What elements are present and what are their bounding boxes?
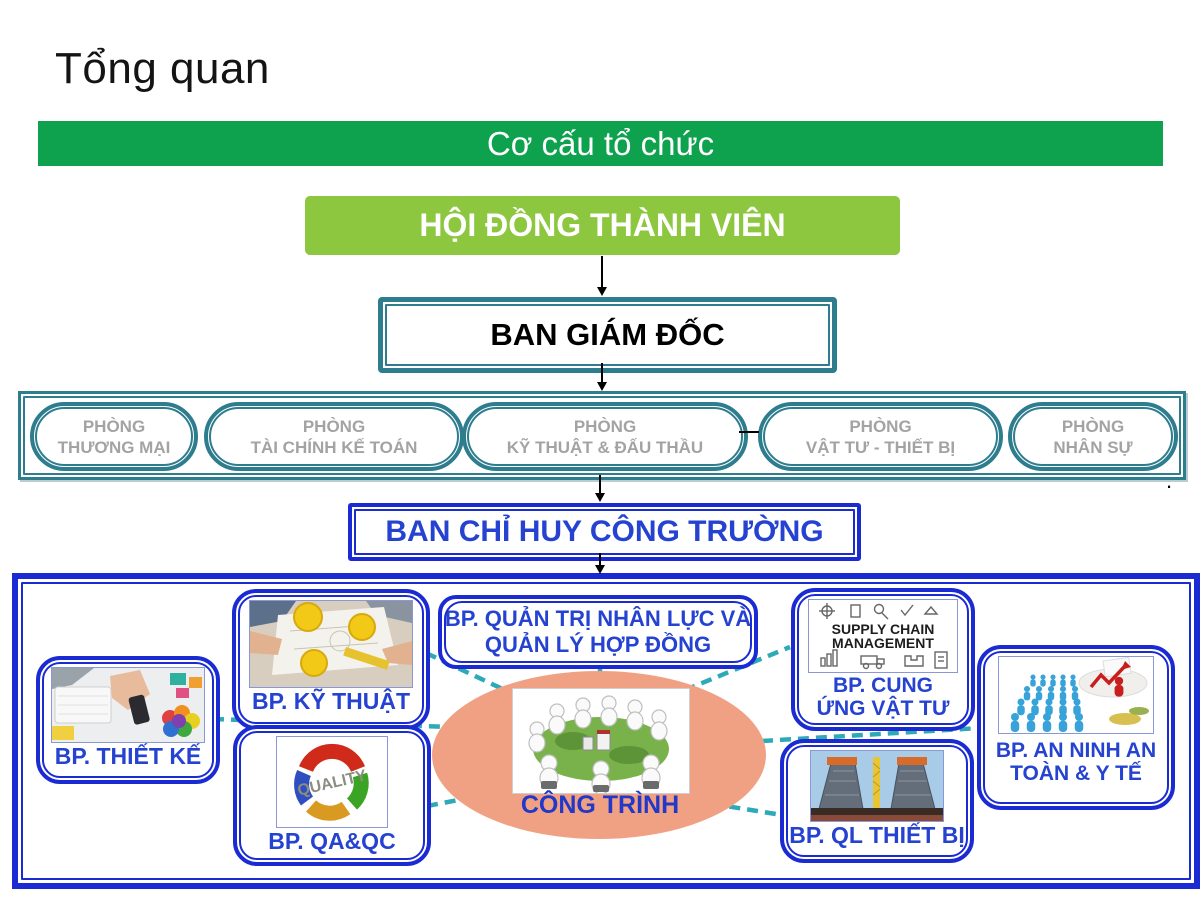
design-desk-image xyxy=(51,667,205,743)
unit-qaqc-label: BP. QA&QC xyxy=(268,828,396,854)
dept-line2: THƯƠNG MẠI xyxy=(57,437,171,457)
pill-connector-line xyxy=(739,431,759,433)
dept-line2: VẬT TƯ - THIẾT BỊ xyxy=(805,437,956,457)
section-banner: Cơ cấu tổ chức xyxy=(38,121,1163,166)
unit-safety-box: BP. AN NINH AN TOÀN & Y TẾ xyxy=(977,645,1175,810)
stray-period: . xyxy=(1166,468,1173,493)
dept-pill-vat-tu: PHÒNG VẬT TƯ - THIẾT BỊ xyxy=(758,402,1003,471)
unit-supply-line1: BP. CUNG xyxy=(833,674,933,697)
connector-arrow-2 xyxy=(596,363,607,391)
unit-safety-line2: TOÀN & Y TẾ xyxy=(1010,762,1142,785)
dept-line2: TÀI CHÍNH KẾ TOÁN xyxy=(250,437,418,457)
supply-chain-image: SUPPLY CHAIN MANAGEMENT xyxy=(808,599,958,673)
unit-design-label: BP. THIẾT KẾ xyxy=(54,743,202,769)
unit-hr-contracts-line1: BP. QUẢN TRỊ NHÂN LỰC VÀ xyxy=(444,606,752,631)
connector-arrow-3 xyxy=(594,475,605,502)
safety-crowd-image xyxy=(998,656,1154,734)
section-banner-label: Cơ cấu tổ chức xyxy=(486,124,715,162)
dept-pill-tai-chinh: PHÒNG TÀI CHÍNH KẾ TOÁN xyxy=(204,402,464,471)
site-command-box: BAN CHỈ HUY CÔNG TRƯỜNG xyxy=(348,503,861,561)
site-command-label: BAN CHỈ HUY CÔNG TRƯỜNG xyxy=(385,515,824,548)
unit-supply-box: SUPPLY CHAIN MANAGEMENT BP. CUNG ỨNG VẬT… xyxy=(791,588,975,731)
connector-arrow-1 xyxy=(596,256,607,296)
unit-engineering-box: BP. KỸ THUẬT xyxy=(232,589,430,730)
unit-equipment-box: BP. QL THIẾT BỊ xyxy=(780,739,974,863)
quality-cycle-image: QUALITY xyxy=(276,736,388,828)
dept-pill-ky-thuat: PHÒNG KỸ THUẬT & ĐẤU THẦU xyxy=(462,402,748,471)
engineering-team-image xyxy=(249,600,413,688)
directors-board-label: BAN GIÁM ĐỐC xyxy=(490,317,725,352)
unit-hr-contracts-line2: QUẢN LÝ HỢP ĐỒNG xyxy=(484,632,712,657)
dept-line2: KỸ THUẬT & ĐẤU THẦU xyxy=(506,437,704,457)
unit-safety-line1: BP. AN NINH AN xyxy=(995,739,1157,762)
site-meeting-image xyxy=(512,688,690,794)
unit-design-box: BP. THIẾT KẾ xyxy=(36,656,220,784)
unit-engineering-label: BP. KỸ THUẬT xyxy=(251,688,411,714)
unit-supply-line2: ỨNG VẬT TƯ xyxy=(816,697,950,720)
dept-line1: PHÒNG xyxy=(302,416,366,436)
board-of-members-box: HỘI ĐỒNG THÀNH VIÊN xyxy=(305,196,900,255)
project-label: CÔNG TRÌNH xyxy=(520,791,680,819)
dept-pill-thuong-mai: PHÒNG THƯƠNG MẠI xyxy=(30,402,198,471)
dept-pill-nhan-su: PHÒNG NHÂN SỰ xyxy=(1008,402,1178,471)
dept-line1: PHÒNG xyxy=(849,416,912,436)
dept-line1: PHÒNG xyxy=(1061,416,1125,436)
page-title: Tổng quan xyxy=(55,44,270,93)
connector-arrow-4 xyxy=(594,553,605,574)
dept-line2: NHÂN SỰ xyxy=(1053,437,1133,457)
supply-chain-word2: MANAGEMENT xyxy=(832,635,934,651)
dept-line1: PHÒNG xyxy=(82,416,146,436)
supply-chain-word1: SUPPLY CHAIN xyxy=(832,621,935,637)
dept-line1: PHÒNG xyxy=(573,416,637,436)
unit-qaqc-box: QUALITY BP. QA&QC xyxy=(233,725,431,866)
equipment-yard-image xyxy=(810,750,944,822)
directors-board-box: BAN GIÁM ĐỐC xyxy=(378,297,837,373)
unit-equipment-label: BP. QL THIẾT BỊ xyxy=(789,822,965,848)
board-of-members-label: HỘI ĐỒNG THÀNH VIÊN xyxy=(419,207,786,243)
unit-hr-contracts-box: BP. QUẢN TRỊ NHÂN LỰC VÀ QUẢN LÝ HỢP ĐỒN… xyxy=(438,595,758,669)
